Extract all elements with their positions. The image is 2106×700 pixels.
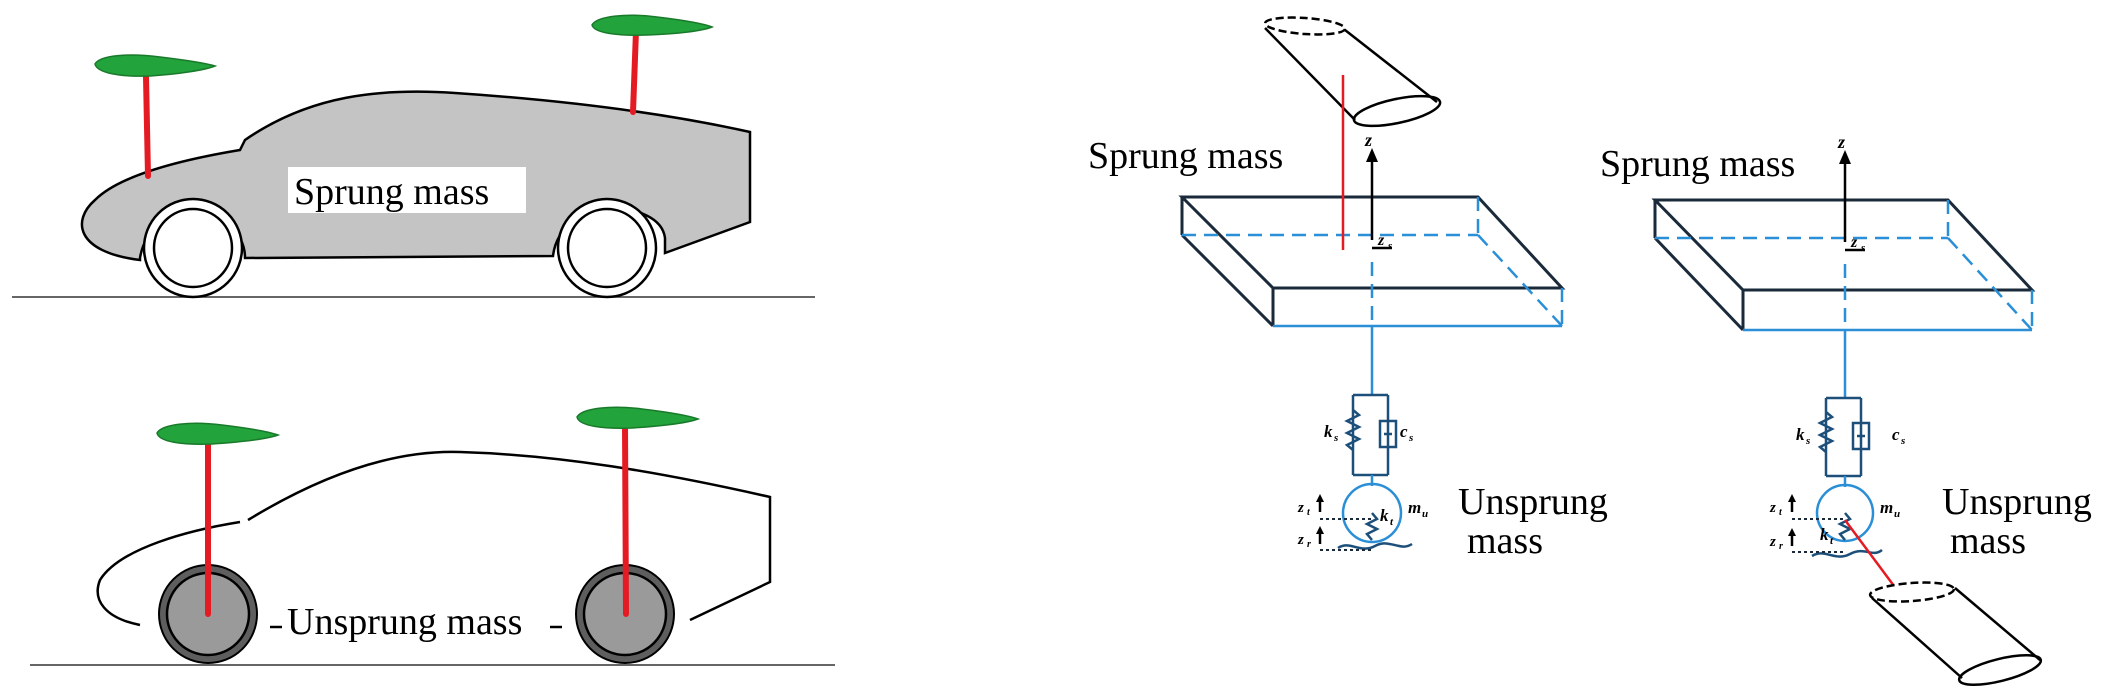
model1-zs-symbol: z — [1377, 232, 1385, 249]
model2-zs-symbol: z — [1850, 234, 1858, 251]
model2-ks-subscript: s — [1805, 435, 1810, 447]
model2-zt-subscript: t — [1779, 507, 1783, 518]
front-wheel-top — [142, 197, 244, 299]
model1-wheel-mass: m u k t — [1337, 482, 1428, 550]
rear-wing-bottom — [576, 406, 701, 429]
model2-sprung-label: Sprung mass — [1600, 143, 1795, 185]
model1-z-symbol: z — [1364, 130, 1372, 150]
car-unsprung-mass-label: Unsprung mass — [287, 601, 522, 643]
rear-wing-top — [591, 14, 715, 36]
model2-ks-symbol: k — [1796, 425, 1805, 444]
model1-cs-subscript: s — [1408, 432, 1413, 444]
quarter-car-model-sprung: z z s k s c s m u k t — [1088, 16, 1608, 562]
model2-spring-ks — [1817, 411, 1835, 453]
model1-zr-subscript: r — [1307, 539, 1311, 550]
model1-ks-symbol: k — [1324, 422, 1333, 441]
model2-kt-subscript: t — [1830, 535, 1834, 547]
model2-unsprung-label-line1: Unsprung — [1942, 481, 2092, 523]
model1-block-edge — [1477, 234, 1563, 327]
model1-zt-subscript: t — [1307, 507, 1311, 518]
model2-suspension: k s c s — [1796, 396, 1905, 478]
car-sprung-mass-label: Sprung mass — [294, 171, 489, 213]
model1-damper-cs — [1378, 419, 1398, 449]
model1-zr-symbol: z — [1297, 532, 1304, 548]
model1-spring-ks — [1344, 409, 1362, 451]
rear-wing-strut-bottom — [622, 421, 629, 617]
model1-zs-subscript: s — [1387, 240, 1392, 252]
model2-mu-symbol: m — [1880, 498, 1893, 517]
model2-zt-zr: z t z r — [1769, 494, 1845, 553]
car-unsprung-panel: Unsprung mass — [30, 406, 835, 666]
front-wing-bottom — [156, 422, 281, 445]
model1-kt-symbol: k — [1380, 506, 1389, 525]
model1-ks-subscript: s — [1333, 432, 1338, 444]
model1-zt-symbol: z — [1297, 500, 1304, 516]
car-outline-upper — [247, 450, 772, 622]
model1-mu-symbol: m — [1408, 498, 1421, 517]
model1-block-edge — [1180, 233, 1275, 328]
model2-wing-cylinder — [1868, 581, 2043, 686]
model2-block-edge — [1653, 236, 1745, 332]
front-wing-strut-top — [143, 74, 151, 179]
model2-zs-subscript: s — [1860, 242, 1865, 254]
model2-zr-symbol: z — [1769, 534, 1776, 550]
model2-wing-strut — [1843, 519, 1899, 591]
front-wing-top — [94, 54, 218, 77]
model1-unsprung-label-line1: Unsprung — [1458, 481, 1608, 523]
model2-z-symbol: z — [1837, 132, 1845, 152]
model1-zt-zr: z t z r — [1297, 494, 1372, 551]
model2-z-axis: z z s — [1837, 132, 1865, 254]
model1-suspension: k s c s — [1324, 393, 1413, 477]
model1-wing-cylinder — [1263, 16, 1442, 128]
model1-z-axis: z z s — [1364, 130, 1392, 252]
model1-unsprung-label-line2: mass — [1467, 520, 1543, 562]
model2-cs-symbol: c — [1892, 425, 1900, 444]
model1-kt-subscript: t — [1390, 516, 1394, 528]
model2-cs-subscript: s — [1900, 435, 1905, 447]
model2-zt-symbol: z — [1769, 500, 1776, 516]
model2-wheel-mass: m u k t — [1811, 483, 1900, 558]
sprung-label-box — [288, 167, 526, 213]
model2-damper-cs — [1851, 421, 1871, 451]
model2-zr-subscript: r — [1779, 541, 1783, 552]
model2-block-top — [1651, 198, 2036, 292]
model1-cs-symbol: c — [1400, 422, 1408, 441]
model2-kt-symbol: k — [1820, 525, 1829, 544]
model1-sprung-label: Sprung mass — [1088, 135, 1283, 177]
model2-block-edge — [1947, 237, 2033, 331]
car-outline-front — [96, 520, 241, 627]
model1-mu-subscript: u — [1422, 508, 1428, 520]
rear-wing-strut-top — [630, 28, 639, 115]
quarter-car-model-unsprung: z z s k s c s m u k t — [1600, 132, 2092, 686]
model2-unsprung-label-line2: mass — [1950, 520, 2026, 562]
model2-mu-subscript: u — [1894, 508, 1900, 520]
rear-wheel-top — [556, 197, 658, 299]
car-sprung-panel: Sprung mass — [12, 14, 815, 299]
